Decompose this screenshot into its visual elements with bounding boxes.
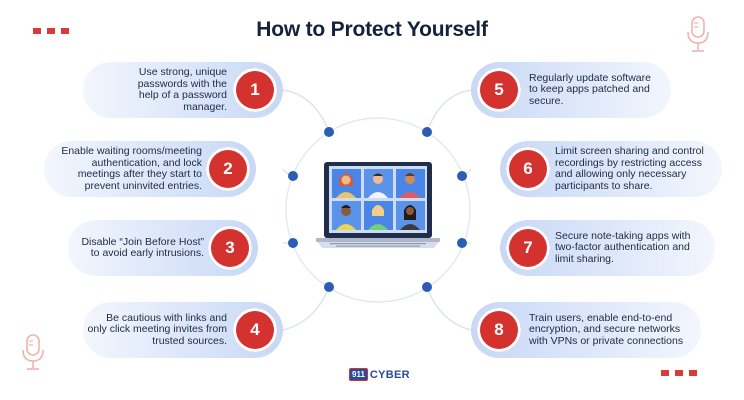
page-title: How to Protect Yourself — [256, 18, 488, 41]
connector-node — [457, 238, 467, 248]
tip-text: Enable waiting rooms/meeting authenticat… — [61, 145, 202, 192]
connector-node — [288, 171, 298, 181]
tip-text: Be cautious with links and only click me… — [87, 311, 227, 347]
tip-text: Secure note-taking apps with two-factor … — [555, 229, 691, 265]
tip-text: Regularly update software to keep apps p… — [529, 71, 651, 107]
laptop-video-call-icon — [316, 162, 440, 248]
tip-text: Use strong, unique passwords with the he… — [137, 66, 227, 113]
connector-node — [457, 171, 467, 181]
brand-logo: 911 CYBER — [349, 368, 410, 381]
microphone-icon — [687, 16, 709, 52]
connector-node — [288, 238, 298, 248]
connector-node — [324, 282, 334, 292]
tip-text: Disable “Join Before Host” to avoid earl… — [81, 235, 204, 259]
tip-card-8: 8 Train users, enable end-to-end encrypt… — [471, 302, 701, 358]
step-number-badge: 7 — [506, 226, 550, 270]
step-number-badge: 8 — [477, 308, 521, 352]
step-number-badge: 3 — [208, 226, 252, 270]
tip-text: Limit screen sharing and control recordi… — [555, 145, 704, 192]
connector-node — [422, 282, 432, 292]
connector-node — [422, 127, 432, 137]
step-number-badge: 2 — [206, 147, 250, 191]
logo-wordmark: CYBER — [369, 368, 410, 381]
step-number-badge: 5 — [477, 68, 521, 112]
tip-card-3: Disable “Join Before Host” to avoid earl… — [68, 220, 258, 276]
tip-card-7: 7 Secure note-taking apps with two-facto… — [500, 220, 715, 276]
microphone-icon — [22, 334, 44, 370]
step-number-badge: 4 — [233, 308, 277, 352]
decorative-dots-top-left — [33, 28, 69, 34]
decorative-dots-bottom-right — [661, 370, 697, 376]
connector-node — [324, 127, 334, 137]
tip-card-2: Enable waiting rooms/meeting authenticat… — [44, 141, 256, 197]
tip-card-4: Be cautious with links and only click me… — [83, 302, 283, 358]
tip-card-5: 5 Regularly update software to keep apps… — [471, 62, 671, 118]
logo-badge: 911 — [349, 368, 368, 381]
tip-text: Train users, enable end-to-end encryptio… — [529, 311, 684, 347]
tip-card-6: 6 Limit screen sharing and control recor… — [500, 141, 722, 197]
step-number-badge: 1 — [233, 68, 277, 112]
tip-card-1: Use strong, unique passwords with the he… — [83, 62, 283, 118]
step-number-badge: 6 — [506, 147, 550, 191]
